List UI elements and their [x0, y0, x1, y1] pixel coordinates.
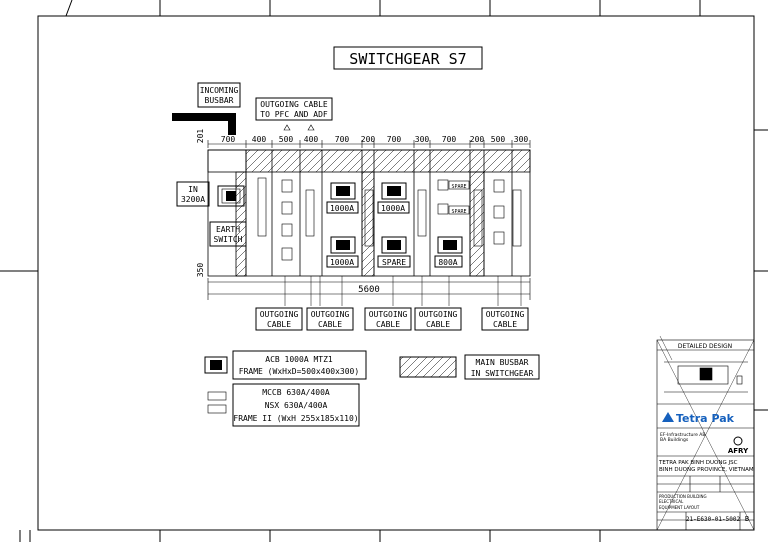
top-dimensions: 700 400 500 400 700 200 700 300 700 200 …: [196, 129, 531, 148]
svg-text:OUTGOING CABLE: OUTGOING CABLE: [260, 100, 328, 109]
diagram-title: SWITCHGEAR S7: [333, 46, 483, 70]
svg-text:500: 500: [279, 135, 294, 144]
svg-text:CABLE: CABLE: [376, 320, 400, 329]
afry-logo: AFRY: [728, 436, 749, 455]
svg-text:1000A: 1000A: [330, 204, 354, 213]
client-line-2: BA Buildings: [660, 437, 689, 443]
svg-text:NSX 630A/400A: NSX 630A/400A: [265, 401, 328, 410]
title-block: [656, 335, 755, 531]
acb-breaker-800a: 800A: [434, 236, 463, 268]
mini-spare-labels: SPARE SPARE: [448, 180, 470, 215]
switchgear-body: [207, 149, 531, 277]
svg-text:IN: IN: [188, 185, 198, 194]
svg-text:ACB 1000A MTZ1: ACB 1000A MTZ1: [265, 355, 333, 364]
acb-breaker-2: 1000A: [326, 236, 359, 268]
svg-text:SPARE: SPARE: [451, 209, 466, 215]
svg-text:MAIN BUSBAR: MAIN BUSBAR: [476, 358, 529, 367]
acb-breaker-1: 1000A: [326, 182, 359, 214]
svg-text:300: 300: [415, 135, 430, 144]
svg-text:400: 400: [252, 135, 267, 144]
svg-text:201: 201: [196, 129, 205, 144]
svg-text:AFRY: AFRY: [728, 447, 749, 455]
earth-switch-label: EARTH SWITCH: [209, 221, 247, 247]
svg-text:700: 700: [387, 135, 402, 144]
svg-text:200: 200: [361, 135, 376, 144]
cable-drop-lines: [284, 276, 522, 306]
legend-acb: ACB 1000A MTZ1 FRAME (WxHxD=500x400x300): [204, 350, 367, 380]
svg-text:5600: 5600: [358, 285, 380, 295]
legend-mccb: MCCB 630A/400A NSX 630A/400A FRAME II (W…: [207, 383, 360, 427]
svg-text:500: 500: [491, 135, 506, 144]
drawing-line-3: EQUIPMENT LAYOUT: [659, 505, 700, 510]
svg-text:700: 700: [221, 135, 236, 144]
svg-text:Tetra Pak: Tetra Pak: [676, 412, 735, 425]
svg-text:700: 700: [442, 135, 457, 144]
outgoing-cable-box-5: OUTGOING CABLE: [481, 307, 529, 331]
svg-text:350: 350: [196, 263, 205, 278]
svg-text:400: 400: [304, 135, 319, 144]
svg-text:TO PFC AND ADF: TO PFC AND ADF: [260, 110, 328, 119]
svg-text:CABLE: CABLE: [426, 320, 450, 329]
svg-text:CABLE: CABLE: [493, 320, 517, 329]
drawing-line-2: ELECTRICAL: [659, 499, 684, 504]
revision: B: [745, 515, 749, 523]
svg-text:CABLE: CABLE: [318, 320, 342, 329]
title-block-header: DETAILED DESIGN: [678, 343, 732, 350]
legend-busbar: MAIN BUSBAR IN SWITCHGEAR: [399, 354, 540, 380]
svg-text:1000A: 1000A: [330, 258, 354, 267]
svg-text:SWITCHGEAR S7: SWITCHGEAR S7: [349, 50, 466, 68]
incoming-busbar: [172, 113, 236, 135]
svg-text:EARTH: EARTH: [216, 225, 240, 234]
svg-text:OUTGOING: OUTGOING: [369, 310, 408, 319]
svg-text:IN SWITCHGEAR: IN SWITCHGEAR: [471, 369, 534, 378]
vertical-busbar-labels: [257, 177, 522, 247]
incomer-label: IN 3200A: [176, 181, 210, 207]
outgoing-pfc-label: OUTGOING CABLE TO PFC AND ADF: [255, 97, 333, 131]
document-number: 21-E630-01-5002: [686, 516, 741, 523]
svg-text:1000A: 1000A: [381, 204, 405, 213]
title-block-keyplan: [664, 361, 748, 393]
svg-text:200: 200: [470, 135, 485, 144]
svg-text:OUTGOING: OUTGOING: [419, 310, 458, 319]
svg-text:MCCB 630A/400A: MCCB 630A/400A: [262, 388, 330, 397]
svg-text:300: 300: [514, 135, 529, 144]
acb-breaker-3: 1000A: [377, 182, 410, 214]
svg-text:FRAME II (WxH 255x185x110): FRAME II (WxH 255x185x110): [233, 414, 358, 423]
svg-text:OUTGOING: OUTGOING: [260, 310, 299, 319]
svg-text:700: 700: [335, 135, 350, 144]
drawing-line-1: PRODUCTION BUILDING: [659, 494, 707, 499]
outgoing-cable-box-1: OUTGOING CABLE: [255, 307, 303, 331]
svg-text:CABLE: CABLE: [267, 320, 291, 329]
incoming-busbar-label: INCOMING BUSBAR: [197, 82, 241, 108]
outgoing-cable-box-3: OUTGOING CABLE: [364, 307, 412, 331]
bottom-dimensions: 5600 350: [196, 263, 531, 300]
svg-text:3200A: 3200A: [181, 195, 205, 204]
svg-text:BUSBAR: BUSBAR: [205, 96, 234, 105]
svg-text:SWITCH: SWITCH: [214, 235, 243, 244]
svg-text:800A: 800A: [438, 258, 457, 267]
project-line-2: BINH DUONG PROVINCE, VIETNAM: [659, 467, 754, 473]
svg-text:OUTGOING: OUTGOING: [311, 310, 350, 319]
outgoing-cable-box-2: OUTGOING CABLE: [306, 307, 354, 331]
outgoing-cable-box-4: OUTGOING CABLE: [414, 307, 462, 331]
project-line-1: TETRA PAK BINH DUONG JSC: [658, 460, 738, 466]
svg-text:SPARE: SPARE: [382, 258, 406, 267]
svg-text:FRAME (WxHxD=500x400x300): FRAME (WxHxD=500x400x300): [239, 367, 359, 376]
svg-text:INCOMING: INCOMING: [200, 86, 239, 95]
incomer-breaker: [217, 185, 245, 207]
svg-text:OUTGOING: OUTGOING: [486, 310, 525, 319]
tetra-pak-logo: Tetra Pak: [662, 412, 735, 425]
svg-text:SPARE: SPARE: [451, 184, 466, 190]
acb-breaker-spare: SPARE: [377, 236, 411, 268]
mccb-stack: [281, 179, 505, 261]
client-line-1: EF-Infrastructure AB: [660, 432, 705, 438]
